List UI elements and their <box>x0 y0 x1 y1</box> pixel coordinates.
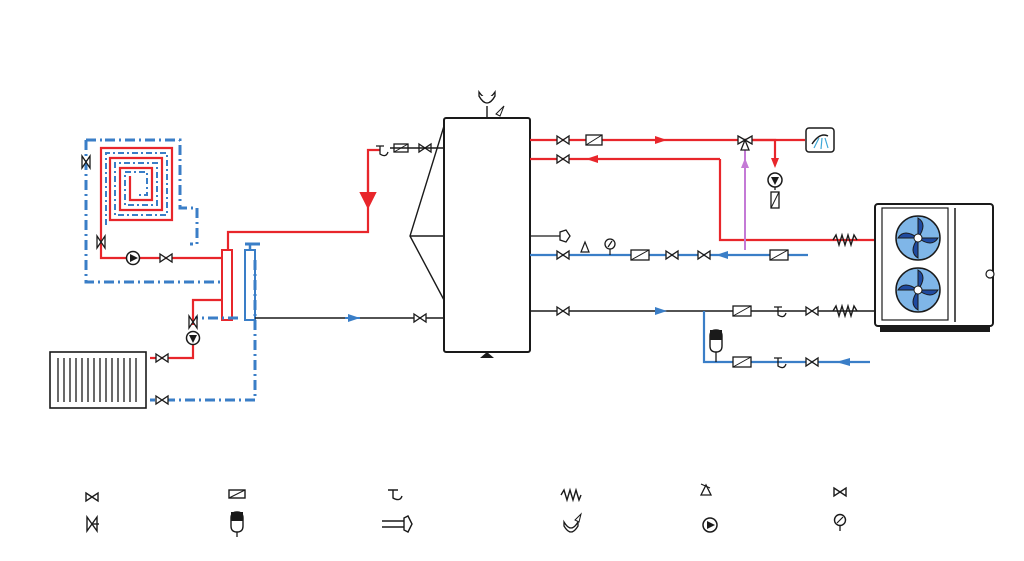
heat-pump-supply <box>830 232 875 248</box>
heat-pump-return <box>530 303 875 366</box>
separator-gate-valve <box>413 312 427 324</box>
fill-valve <box>805 356 819 368</box>
return-valve-2 <box>805 305 819 317</box>
dhw-check-valve <box>770 191 780 209</box>
filter-icon <box>228 489 246 499</box>
underfloor-valve-bottom <box>96 233 106 251</box>
middle-filter-2 <box>769 249 789 261</box>
three-way-valve-icon <box>86 514 99 534</box>
safety-valve-icon-mid <box>580 240 590 253</box>
underfloor-heating-loop <box>84 138 228 284</box>
radiator <box>49 351 147 409</box>
flexible-hose-icon <box>560 487 582 503</box>
ball-valve-icon <box>85 491 99 503</box>
tank-air-vent-icon <box>478 95 496 104</box>
radiator-three-way-valve <box>188 313 198 331</box>
radiator-valve-bottom <box>155 394 169 406</box>
return-check-valve <box>774 306 787 318</box>
fill-filter <box>732 356 752 368</box>
dhw-recirc-pump <box>767 172 783 188</box>
buffer-storage-tank <box>409 89 531 358</box>
underfloor-pump <box>125 250 141 266</box>
check-valve-icon <box>388 489 403 501</box>
legend <box>85 483 847 537</box>
circulation-pump-icon <box>702 517 718 533</box>
middle-filter <box>630 249 650 261</box>
radiator-valve-top <box>155 352 169 364</box>
heat-pump-outdoor-unit <box>874 203 995 332</box>
middle-valve <box>556 249 570 261</box>
underfloor-valve-right <box>159 252 173 264</box>
pressure-gauge-icon-mid <box>604 238 616 255</box>
immersion-heater-icon <box>382 515 413 533</box>
underfloor-valve-top <box>81 153 91 171</box>
fill-check-valve <box>774 357 787 369</box>
return-filter <box>732 305 752 317</box>
radiator-pump <box>185 330 201 346</box>
expansion-vessel-icon <box>230 511 244 537</box>
return-valve-1 <box>556 305 570 317</box>
shower-icon <box>805 127 835 153</box>
supply-check-valve <box>376 145 389 157</box>
dhw-hot-supply-line <box>530 136 830 250</box>
dhw-valve-2 <box>556 153 570 165</box>
middle-valve-2 <box>665 249 679 261</box>
pressure-gauge-icon <box>833 513 847 531</box>
dhw-valve-1 <box>556 134 570 146</box>
safety-valve-icon <box>699 483 713 496</box>
gate-valve-icon <box>833 486 847 498</box>
middle-valve-3 <box>697 249 711 261</box>
dhw-filter <box>585 134 603 146</box>
dhw-three-way-valve <box>737 134 753 151</box>
expansion-vessel <box>709 329 723 362</box>
hydraulic-separator <box>150 148 445 402</box>
air-vent-icon <box>563 512 582 533</box>
